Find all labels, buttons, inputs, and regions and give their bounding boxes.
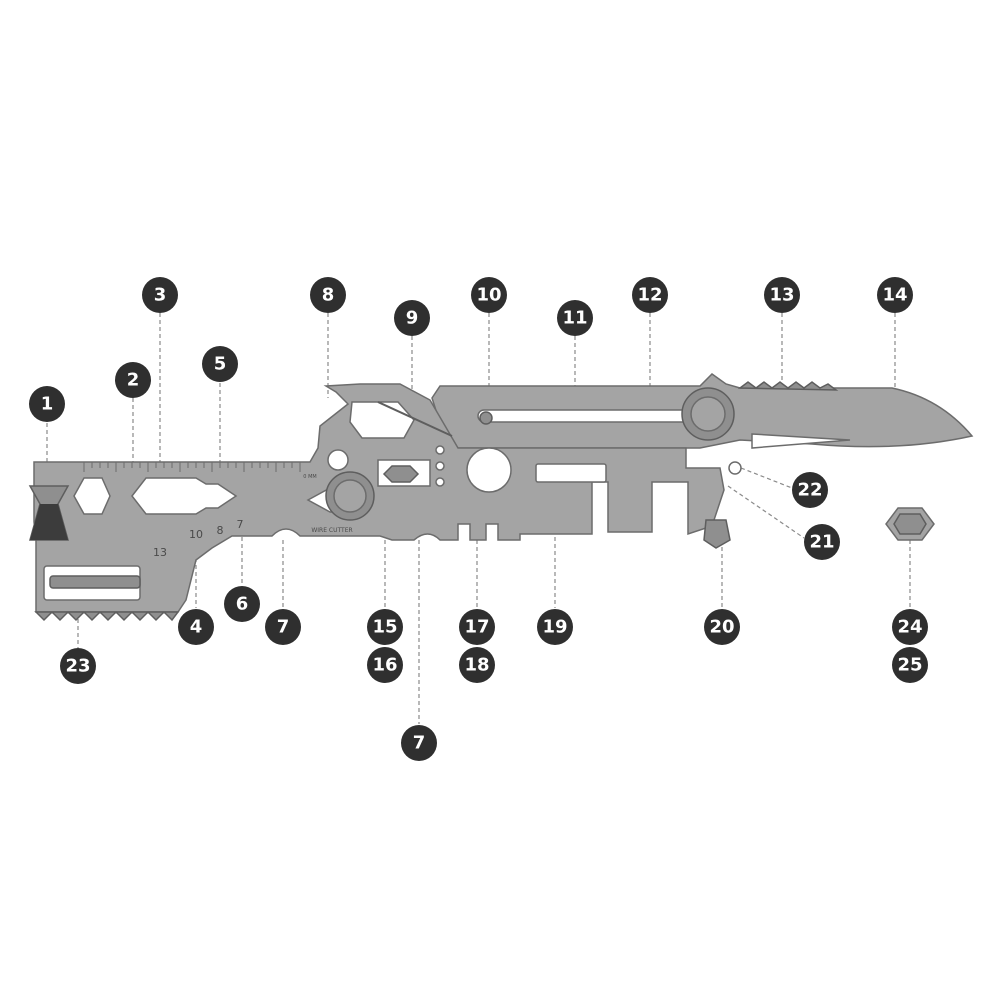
hex-bit [885, 507, 935, 541]
callout-5: 5 [202, 346, 238, 382]
ruler-unit-label: 0 MM [303, 474, 316, 480]
svg-text:19: 19 [542, 617, 567, 638]
svg-text:20: 20 [709, 617, 734, 638]
callout-22: 22 [792, 472, 828, 508]
ruler-ticks [83, 462, 301, 472]
svg-text:17: 17 [464, 617, 489, 638]
svg-text:1: 1 [41, 394, 54, 415]
callout-14: 14 [877, 277, 913, 313]
callout-21: 21 [804, 524, 840, 560]
svg-text:4: 4 [190, 617, 203, 638]
callout-11: 11 [557, 300, 593, 336]
callout-13: 13 [764, 277, 800, 313]
callout-15: 15 [367, 609, 403, 645]
svg-text:8: 8 [322, 285, 335, 306]
svg-text:10: 10 [476, 285, 501, 306]
callout-25: 25 [892, 647, 928, 683]
callout-3: 3 [142, 277, 178, 313]
svg-text:14: 14 [882, 285, 907, 306]
callout-24: 24 [892, 609, 928, 645]
callout-4: 4 [178, 609, 214, 645]
svg-text:5: 5 [214, 354, 227, 375]
callout-9: 9 [394, 300, 430, 336]
callout-19: 19 [537, 609, 573, 645]
svg-text:2: 2 [127, 370, 140, 391]
svg-text:3: 3 [154, 285, 167, 306]
engraved-labels: 13 10 8 7 WIRE CUTTER 0 MM [153, 474, 353, 559]
callout-8: 8 [310, 277, 346, 313]
svg-text:6: 6 [236, 594, 249, 615]
callout-17: 17 [459, 609, 495, 645]
callout-7-upper: 7 [265, 609, 301, 645]
callout-10: 10 [471, 277, 507, 313]
callout-12: 12 [632, 277, 668, 313]
ruler-size-13: 13 [153, 546, 167, 559]
svg-text:15: 15 [372, 617, 397, 638]
callout-18: 18 [459, 647, 495, 683]
svg-text:13: 13 [769, 285, 794, 306]
hex-size-10: 10 [189, 528, 203, 541]
svg-text:23: 23 [65, 656, 90, 677]
svg-text:11: 11 [562, 308, 587, 329]
svg-text:9: 9 [406, 308, 419, 329]
callout-16: 16 [367, 647, 403, 683]
callout-20: 20 [704, 609, 740, 645]
callout-23: 23 [60, 648, 96, 684]
svg-text:25: 25 [897, 655, 922, 676]
svg-text:7: 7 [413, 733, 426, 754]
callout-6: 6 [224, 586, 260, 622]
tool-body [28, 383, 742, 622]
svg-text:16: 16 [372, 655, 397, 676]
svg-text:12: 12 [637, 285, 662, 306]
wire-cutter-label: WIRE CUTTER [311, 527, 352, 534]
svg-text:18: 18 [464, 655, 489, 676]
callout-2: 2 [115, 362, 151, 398]
svg-text:22: 22 [797, 480, 822, 501]
hex-size-8: 8 [217, 524, 224, 537]
svg-text:7: 7 [277, 617, 290, 638]
hex-size-7: 7 [237, 518, 244, 531]
svg-text:24: 24 [897, 617, 922, 638]
svg-text:21: 21 [809, 532, 834, 553]
callout-7-lower: 7 [401, 725, 437, 761]
callout-1: 1 [29, 386, 65, 422]
